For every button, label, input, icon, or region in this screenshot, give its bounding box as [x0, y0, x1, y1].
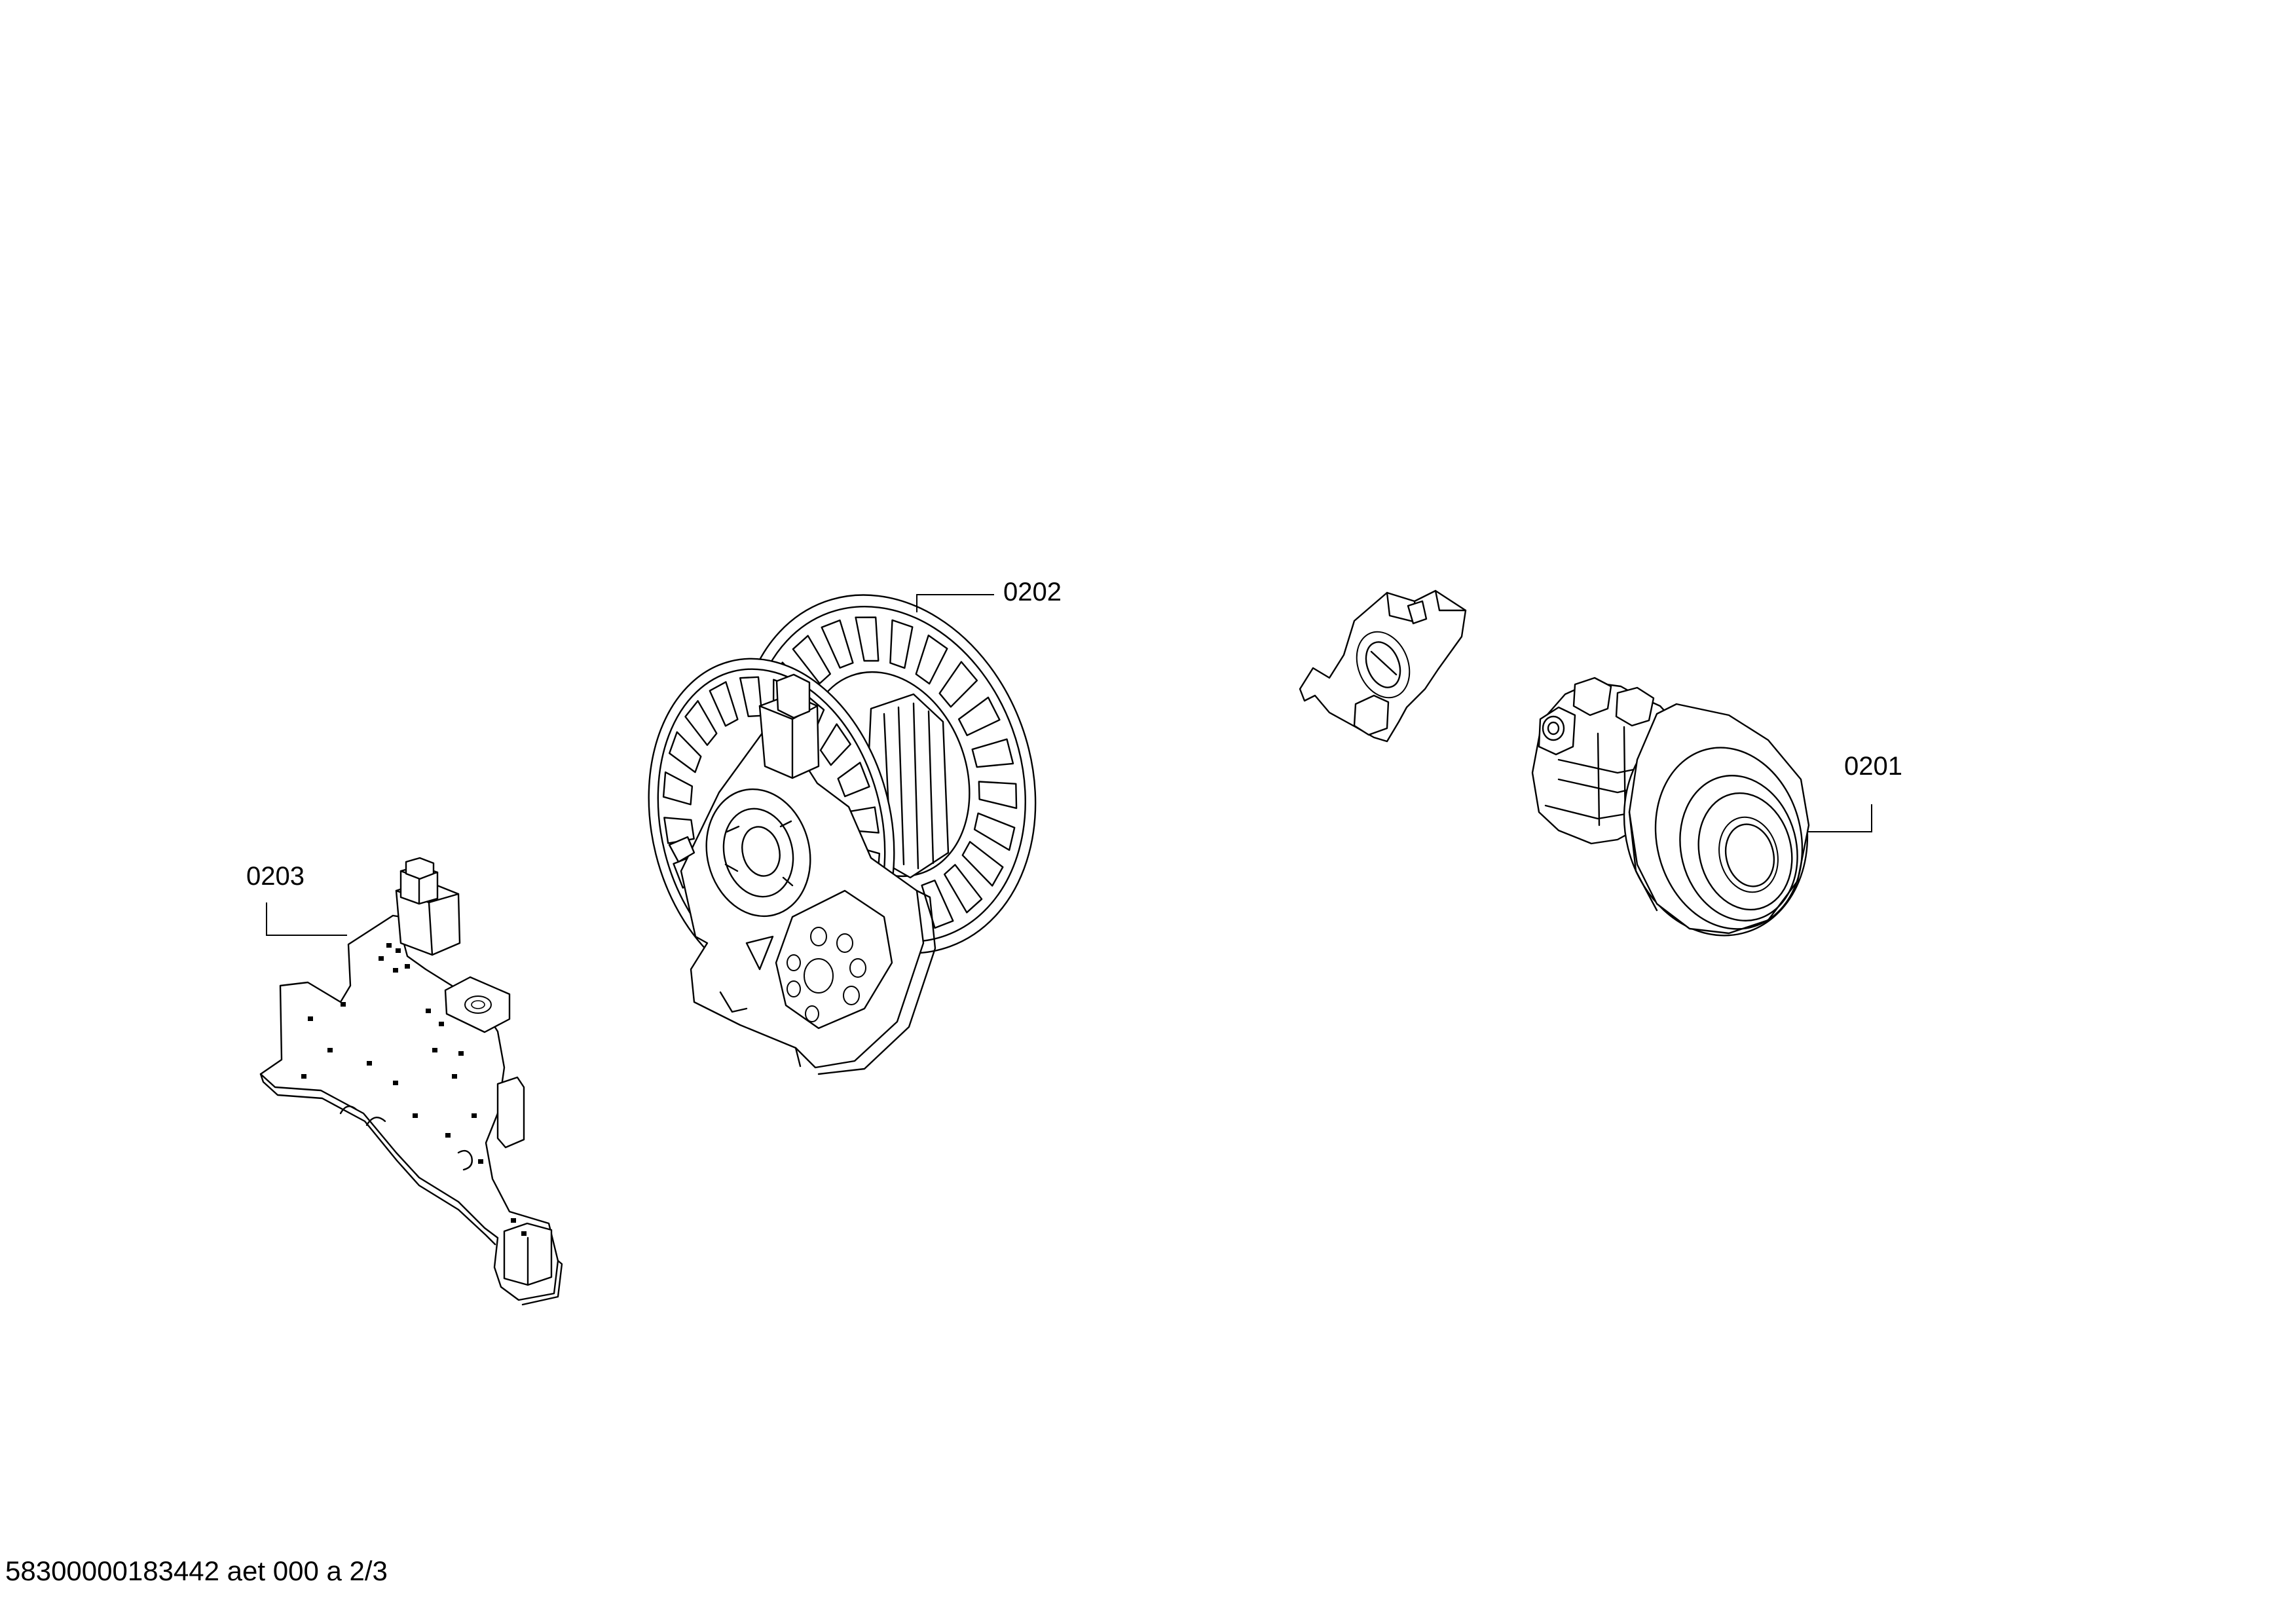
board-holes: [301, 943, 527, 1236]
flange-slot: [921, 880, 954, 929]
flange-slot: [944, 864, 983, 914]
flange-slot: [889, 619, 914, 669]
flange-slot: [973, 812, 1016, 851]
flange-slot: [957, 696, 1001, 736]
leader-line-0201: [1807, 804, 1872, 832]
flange-slot: [961, 841, 1004, 887]
flange-slot: [915, 634, 948, 685]
flange-slot: [971, 738, 1014, 768]
leader-line-0203: [266, 902, 347, 936]
flange-slot: [739, 676, 763, 717]
flange-slot: [709, 681, 739, 727]
flange-slot: [792, 635, 831, 684]
flange-slot: [669, 731, 702, 773]
flange-slot: [684, 700, 718, 746]
callout-label-0201[interactable]: 0201: [1844, 752, 1902, 781]
flange-slot: [837, 762, 870, 798]
callout-label-0202[interactable]: 0202: [1003, 578, 1062, 606]
document-reference-number: 58300000183442 aet 000 a 2/3: [5, 1555, 388, 1586]
flange-slot: [938, 661, 978, 708]
motor-part[interactable]: [1531, 677, 1830, 955]
callout-label-0203[interactable]: 0203: [246, 862, 305, 891]
cable-reel-part[interactable]: [615, 553, 1084, 1075]
flange-slot: [821, 619, 854, 669]
leader-line-0202: [916, 594, 994, 612]
flange-slot: [819, 723, 851, 766]
motor-mount-part[interactable]: [1299, 589, 1467, 743]
electronics-board-part[interactable]: [259, 857, 563, 1306]
flange-slot: [855, 616, 880, 662]
flange-slot: [978, 781, 1018, 809]
flange-slot: [662, 771, 694, 806]
